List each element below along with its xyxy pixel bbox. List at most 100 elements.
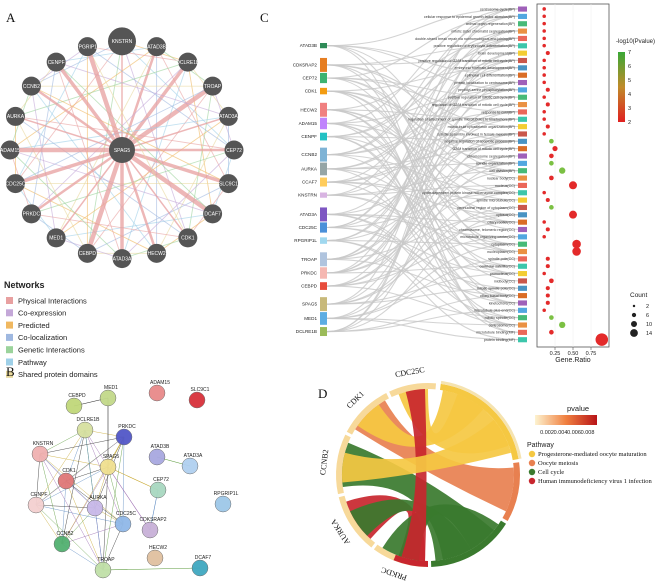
pathway-swatch [528, 477, 536, 485]
dot-point [545, 293, 550, 298]
legend-swatch [6, 333, 13, 341]
edge [121, 41, 235, 151]
size-legend-label: 10 [646, 322, 652, 328]
dot-point [545, 256, 550, 261]
edge [55, 149, 123, 239]
term-block [518, 94, 527, 100]
edge [55, 46, 158, 239]
dot-point [545, 197, 550, 203]
pvalue-tick-label: 0.008 [581, 430, 595, 436]
sankey-ribbon [326, 67, 519, 92]
sankey-ribbon [326, 213, 519, 238]
color-legend-title: -log10(Pvalue) [616, 39, 655, 45]
term-block [518, 102, 527, 108]
edge [30, 85, 123, 152]
gene-block [320, 177, 327, 187]
term-label: protein localization to centrosome(BP) [454, 81, 515, 85]
edge [35, 436, 125, 506]
pathway-label: Cell cycle [538, 469, 564, 476]
sankey-ribbon [326, 37, 519, 183]
protein-node-label: DCLRE1B [76, 417, 100, 423]
gene-node-label: ADAM15 [0, 148, 20, 154]
term-label: brain development(BP) [478, 51, 515, 55]
x-tick-label: 0.25 [550, 351, 561, 357]
term-block [518, 226, 527, 233]
pvalue-legend-title: pvalue [567, 404, 589, 413]
sankey-ribbon [326, 111, 519, 229]
gene-node [0, 140, 20, 160]
protein-node-label: MED1 [104, 385, 118, 391]
gene-block [320, 43, 327, 49]
edge [15, 115, 235, 151]
gene-node [178, 52, 198, 72]
dot-point [549, 315, 554, 320]
term-block [518, 190, 527, 196]
edge [39, 453, 63, 545]
term-label: cellular response to epidermal growth fa… [424, 15, 515, 19]
legend-label: Shared protein domains [18, 370, 98, 379]
gene-block-label: ATAD3B [300, 43, 317, 48]
term-block [518, 241, 527, 247]
gene-node [219, 174, 239, 194]
dotplot-points [542, 7, 609, 346]
sankey-ribbon [326, 45, 519, 76]
edge [107, 466, 124, 525]
term-label: ciliary basal body(CC) [480, 294, 515, 298]
protein-node [149, 481, 167, 499]
gene-block [320, 252, 327, 267]
sankey-ribbon [326, 168, 519, 245]
protein-node-label: TROAP [97, 557, 115, 563]
dot-point [549, 175, 554, 181]
pathway-label: Oocyte meiosis [538, 460, 579, 467]
sankey-ribbon [326, 122, 519, 267]
edge [35, 429, 86, 506]
dot-point [572, 247, 581, 256]
protein-node [57, 472, 75, 490]
edge [15, 115, 123, 151]
sankey-ribbon [326, 136, 519, 319]
pathway-label: Progesterone-mediated oocyte maturation [538, 451, 647, 458]
edge [120, 84, 214, 152]
dot-point [549, 278, 554, 284]
pathway-arc [431, 520, 507, 567]
term-block [518, 315, 527, 321]
sankey-ribbon [326, 59, 519, 215]
protein-node [181, 457, 199, 475]
edge [35, 504, 104, 571]
edge [187, 62, 214, 214]
term-label: mitotic sister chromatid segregation(BP) [451, 29, 515, 33]
term-label: chromosome segregation(BP) [467, 154, 515, 158]
term-label: regulation of attachment of spindle micr… [408, 118, 515, 122]
protein-node-label: ADAM15 [150, 380, 170, 386]
protein-node-label: PRKDC [118, 424, 136, 430]
edge [9, 149, 123, 259]
legend-label: Co-localization [18, 333, 67, 342]
sankey-ribbon [326, 30, 519, 305]
dot-point [572, 239, 581, 249]
gene-node-label: CEBPD [79, 251, 97, 257]
legend-swatch [6, 309, 13, 317]
dot-point [545, 124, 550, 129]
color-tick-label: 6 [628, 64, 631, 70]
edge [65, 429, 86, 482]
gene-block [320, 192, 327, 198]
term-label: double-strand break repair via nonhomolo… [415, 37, 515, 41]
gene-block [320, 57, 327, 72]
sankey-ribbon [326, 59, 519, 287]
dot-point [595, 333, 609, 346]
edge [54, 61, 124, 152]
color-tick-label: 3 [628, 106, 631, 112]
term-label: microtubule plus-end(CC) [474, 309, 515, 313]
term-label: spindle microtubule(CC) [476, 198, 515, 202]
x-tick-label: 0.50 [568, 351, 579, 357]
term-block [518, 197, 527, 203]
term-block [518, 307, 527, 313]
dot-point [542, 7, 546, 11]
edge [55, 61, 213, 215]
edge [102, 436, 125, 571]
protein-node-label: SLC9C1 [191, 387, 210, 393]
edge [35, 504, 96, 509]
sankey-ribbon [326, 136, 519, 223]
sankey-ribbons [326, 8, 519, 341]
